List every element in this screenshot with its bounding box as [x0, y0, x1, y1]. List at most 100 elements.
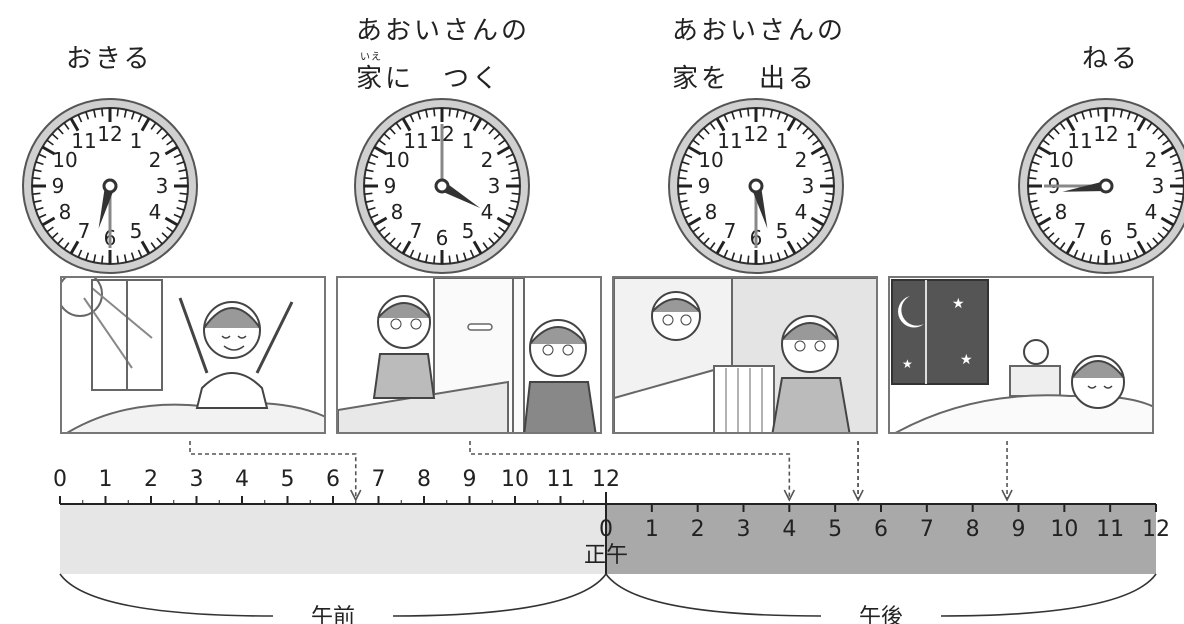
minute-tick [455, 254, 459, 263]
minute-tick [101, 108, 104, 117]
minute-tick [493, 232, 501, 239]
minute-tick [176, 161, 185, 166]
minute-tick [703, 127, 710, 135]
am-tick-label: 9 [463, 467, 477, 492]
minute-tick [692, 139, 700, 146]
minute-tick [1059, 242, 1066, 250]
minute-tick [802, 127, 809, 135]
minute-tick [511, 192, 520, 195]
visitor-leaving-figure [771, 315, 851, 432]
event-label-wake: おきる [66, 44, 153, 74]
minute-tick [101, 255, 104, 264]
minute-tick [762, 255, 765, 264]
clock-number: 1 [1126, 129, 1139, 153]
pm-tick-label: 11 [1096, 517, 1124, 542]
clock-number: 11 [403, 129, 428, 153]
minute-tick [455, 109, 459, 118]
clock-number: 7 [1074, 219, 1087, 243]
clock-number: 2 [1145, 148, 1158, 172]
minute-tick [1047, 232, 1055, 239]
hour-tick [1160, 145, 1175, 156]
minute-tick [433, 108, 436, 117]
minute-tick [367, 206, 376, 211]
minute-tick [1162, 139, 1170, 146]
am-tick-label: 12 [592, 467, 620, 492]
minute-tick [116, 108, 119, 117]
minute-tick [1119, 109, 1123, 118]
star-icon: ★ [960, 352, 973, 368]
minute-tick [1097, 108, 1100, 117]
minute-tick [395, 122, 402, 130]
clock-number: 4 [481, 200, 494, 224]
star-icon: ★ [902, 357, 913, 371]
clock-number: 7 [78, 219, 91, 243]
minute-tick [367, 161, 376, 166]
event-arrow [189, 440, 362, 502]
pm-bracket [605, 573, 1157, 617]
clock-number: 4 [149, 200, 162, 224]
star-icon: ★ [952, 296, 965, 312]
hour-tick [41, 216, 56, 227]
am-tick-label: 5 [281, 467, 295, 492]
hour-tick [401, 117, 412, 132]
minute-tick [1047, 133, 1055, 140]
minute-tick [692, 226, 700, 233]
clock-number: 8 [705, 200, 718, 224]
event-label-sleep: ねる [1082, 44, 1141, 74]
clock-number: 10 [1048, 148, 1073, 172]
minute-tick [1097, 255, 1100, 264]
am-tick-label: 4 [235, 467, 249, 492]
aoi-waving-figure [651, 291, 701, 341]
minute-tick [178, 199, 187, 203]
minute-tick [166, 139, 174, 146]
minute-tick [1169, 153, 1178, 159]
minute-tick [32, 192, 41, 195]
minute-tick [150, 122, 157, 130]
girl-stretching-figure [178, 297, 294, 409]
minute-tick [32, 177, 41, 180]
minute-tick [762, 108, 765, 117]
clock-number: 3 [488, 174, 501, 198]
minute-tick [409, 114, 415, 123]
minute-tick [378, 139, 386, 146]
minute-tick [1174, 169, 1183, 173]
hour-tick [1065, 117, 1076, 132]
minute-tick [709, 122, 716, 130]
event-label-arrive-line1: あおいさんの [356, 16, 531, 46]
minute-tick [1112, 108, 1115, 117]
minute-tick [498, 139, 506, 146]
am-tick-label: 6 [326, 467, 340, 492]
minute-tick [1162, 226, 1170, 233]
clock-number: 8 [1055, 200, 1068, 224]
minute-tick [783, 249, 789, 258]
minute-tick [1028, 177, 1037, 180]
clock-number: 1 [130, 129, 143, 153]
minute-tick [776, 252, 781, 261]
minute-tick [1073, 249, 1079, 258]
minute-tick [508, 161, 517, 166]
hour-hand [1062, 181, 1107, 192]
sun-icon [62, 278, 103, 317]
minute-tick [130, 111, 135, 120]
minute-tick [824, 199, 833, 203]
minute-tick [1152, 237, 1159, 245]
clock-number: 10 [698, 148, 723, 172]
pm-tick-label: 8 [966, 517, 980, 542]
pm-tick-label: 2 [691, 517, 705, 542]
hour-tick [41, 145, 56, 156]
clock-number: 3 [1152, 174, 1165, 198]
clock-number: 4 [1145, 200, 1158, 224]
minute-tick [796, 242, 803, 250]
minute-tick [161, 133, 169, 140]
clock-number: 11 [71, 129, 96, 153]
minute-tick [819, 213, 828, 219]
minute-tick [77, 249, 83, 258]
pm-tick-label: 10 [1050, 517, 1078, 542]
hour-tick [810, 216, 825, 227]
pm-label: 午後 [859, 605, 903, 624]
minute-tick [395, 242, 402, 250]
minute-tick [505, 153, 514, 159]
clock-number: 8 [391, 200, 404, 224]
minute-tick [93, 109, 97, 118]
minute-tick [1031, 161, 1040, 166]
